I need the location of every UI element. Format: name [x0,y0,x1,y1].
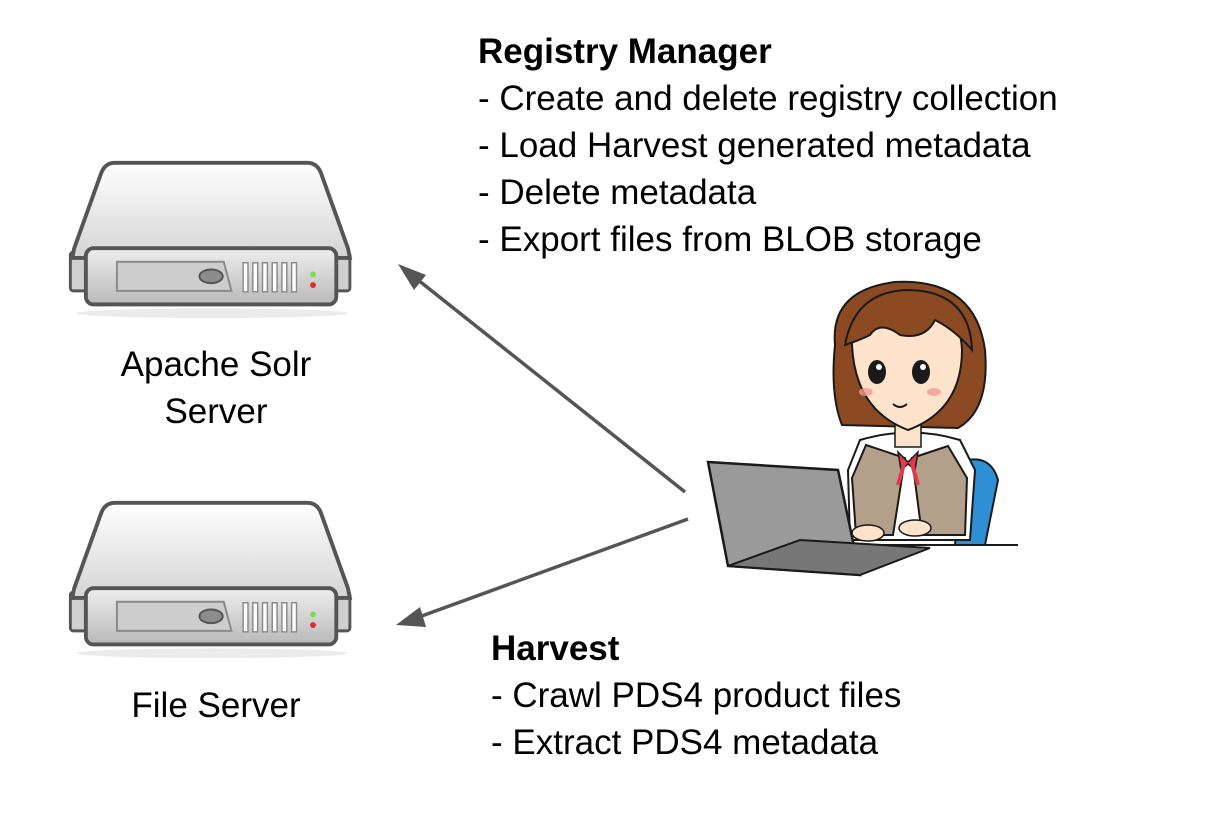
apache-solr-server-label-line1: Apache Solr [120,345,312,384]
apache-solr-server-icon [68,160,352,320]
woman-at-laptop-icon [706,280,1018,577]
file-server-label: File Server [131,686,301,725]
apache-solr-server-label: Apache Solr Server [66,341,366,435]
harvest-item: - Extract PDS4 metadata [491,723,879,762]
registry-manager-item: - Delete metadata [478,173,757,212]
arrow-to-solr-server [398,264,687,494]
harvest-block: Harvest - Crawl PDS4 product files - Ext… [491,625,901,766]
registry-manager-item: - Load Harvest generated metadata [478,126,1031,165]
file-server-icon [68,500,352,660]
harvest-item: - Crawl PDS4 product files [491,676,902,715]
registry-manager-item: - Create and delete registry collection [478,79,1058,118]
arrow-to-file-server [396,517,689,627]
registry-manager-block: Registry Manager - Create and delete reg… [478,28,1058,263]
registry-manager-item: - Export files from BLOB storage [478,220,982,259]
apache-solr-server-label-line2: Server [164,392,268,431]
harvest-title: Harvest [491,629,620,668]
registry-manager-title: Registry Manager [478,32,772,71]
